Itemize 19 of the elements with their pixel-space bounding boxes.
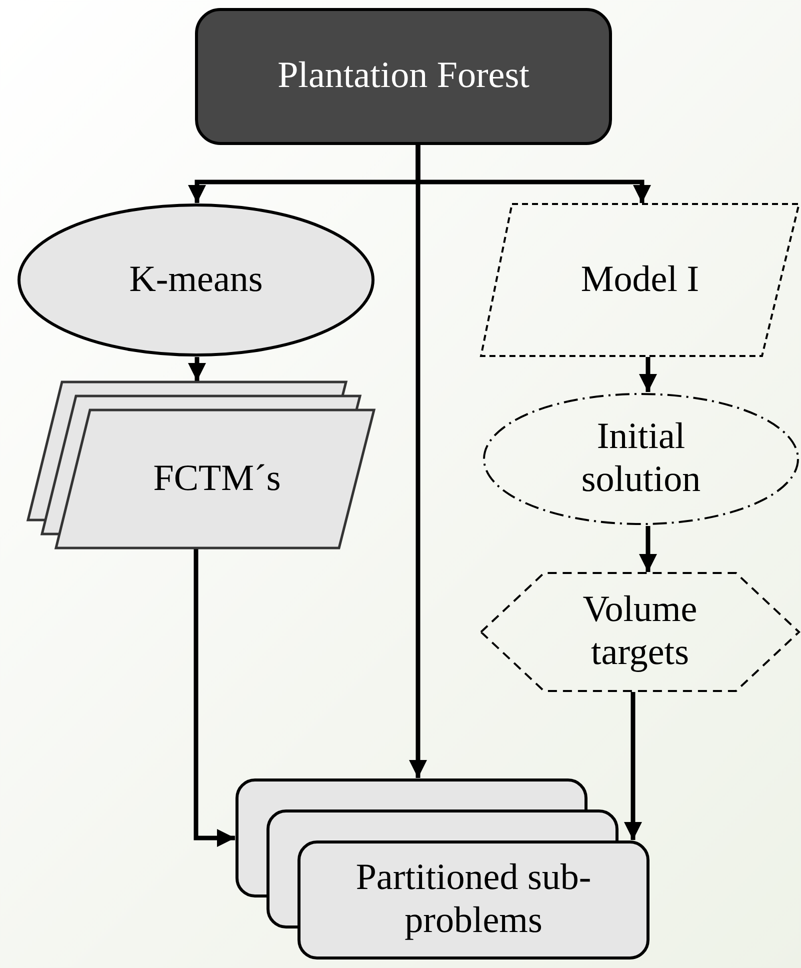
node-label: Volume targets <box>582 589 698 675</box>
input-parallelogram <box>480 203 800 357</box>
node-label: Plantation Forest <box>278 55 530 98</box>
node-label: Model I <box>580 258 700 302</box>
arrow <box>188 357 206 381</box>
node-label: FCTM´s <box>153 458 281 501</box>
arrow <box>639 357 657 392</box>
node-label: Partitioned sub-problems <box>354 857 592 943</box>
solution-ellipse <box>482 392 800 526</box>
node-label: K-means <box>129 258 263 302</box>
arrow <box>194 549 235 847</box>
node-label: Initial solution <box>580 416 702 502</box>
arrow <box>624 692 642 840</box>
preparation-hexagon <box>480 572 800 692</box>
stacked-process-box <box>235 778 650 960</box>
arrow <box>409 145 427 778</box>
start-box <box>195 8 612 145</box>
process-ellipse <box>17 203 375 357</box>
arrow <box>639 526 657 572</box>
